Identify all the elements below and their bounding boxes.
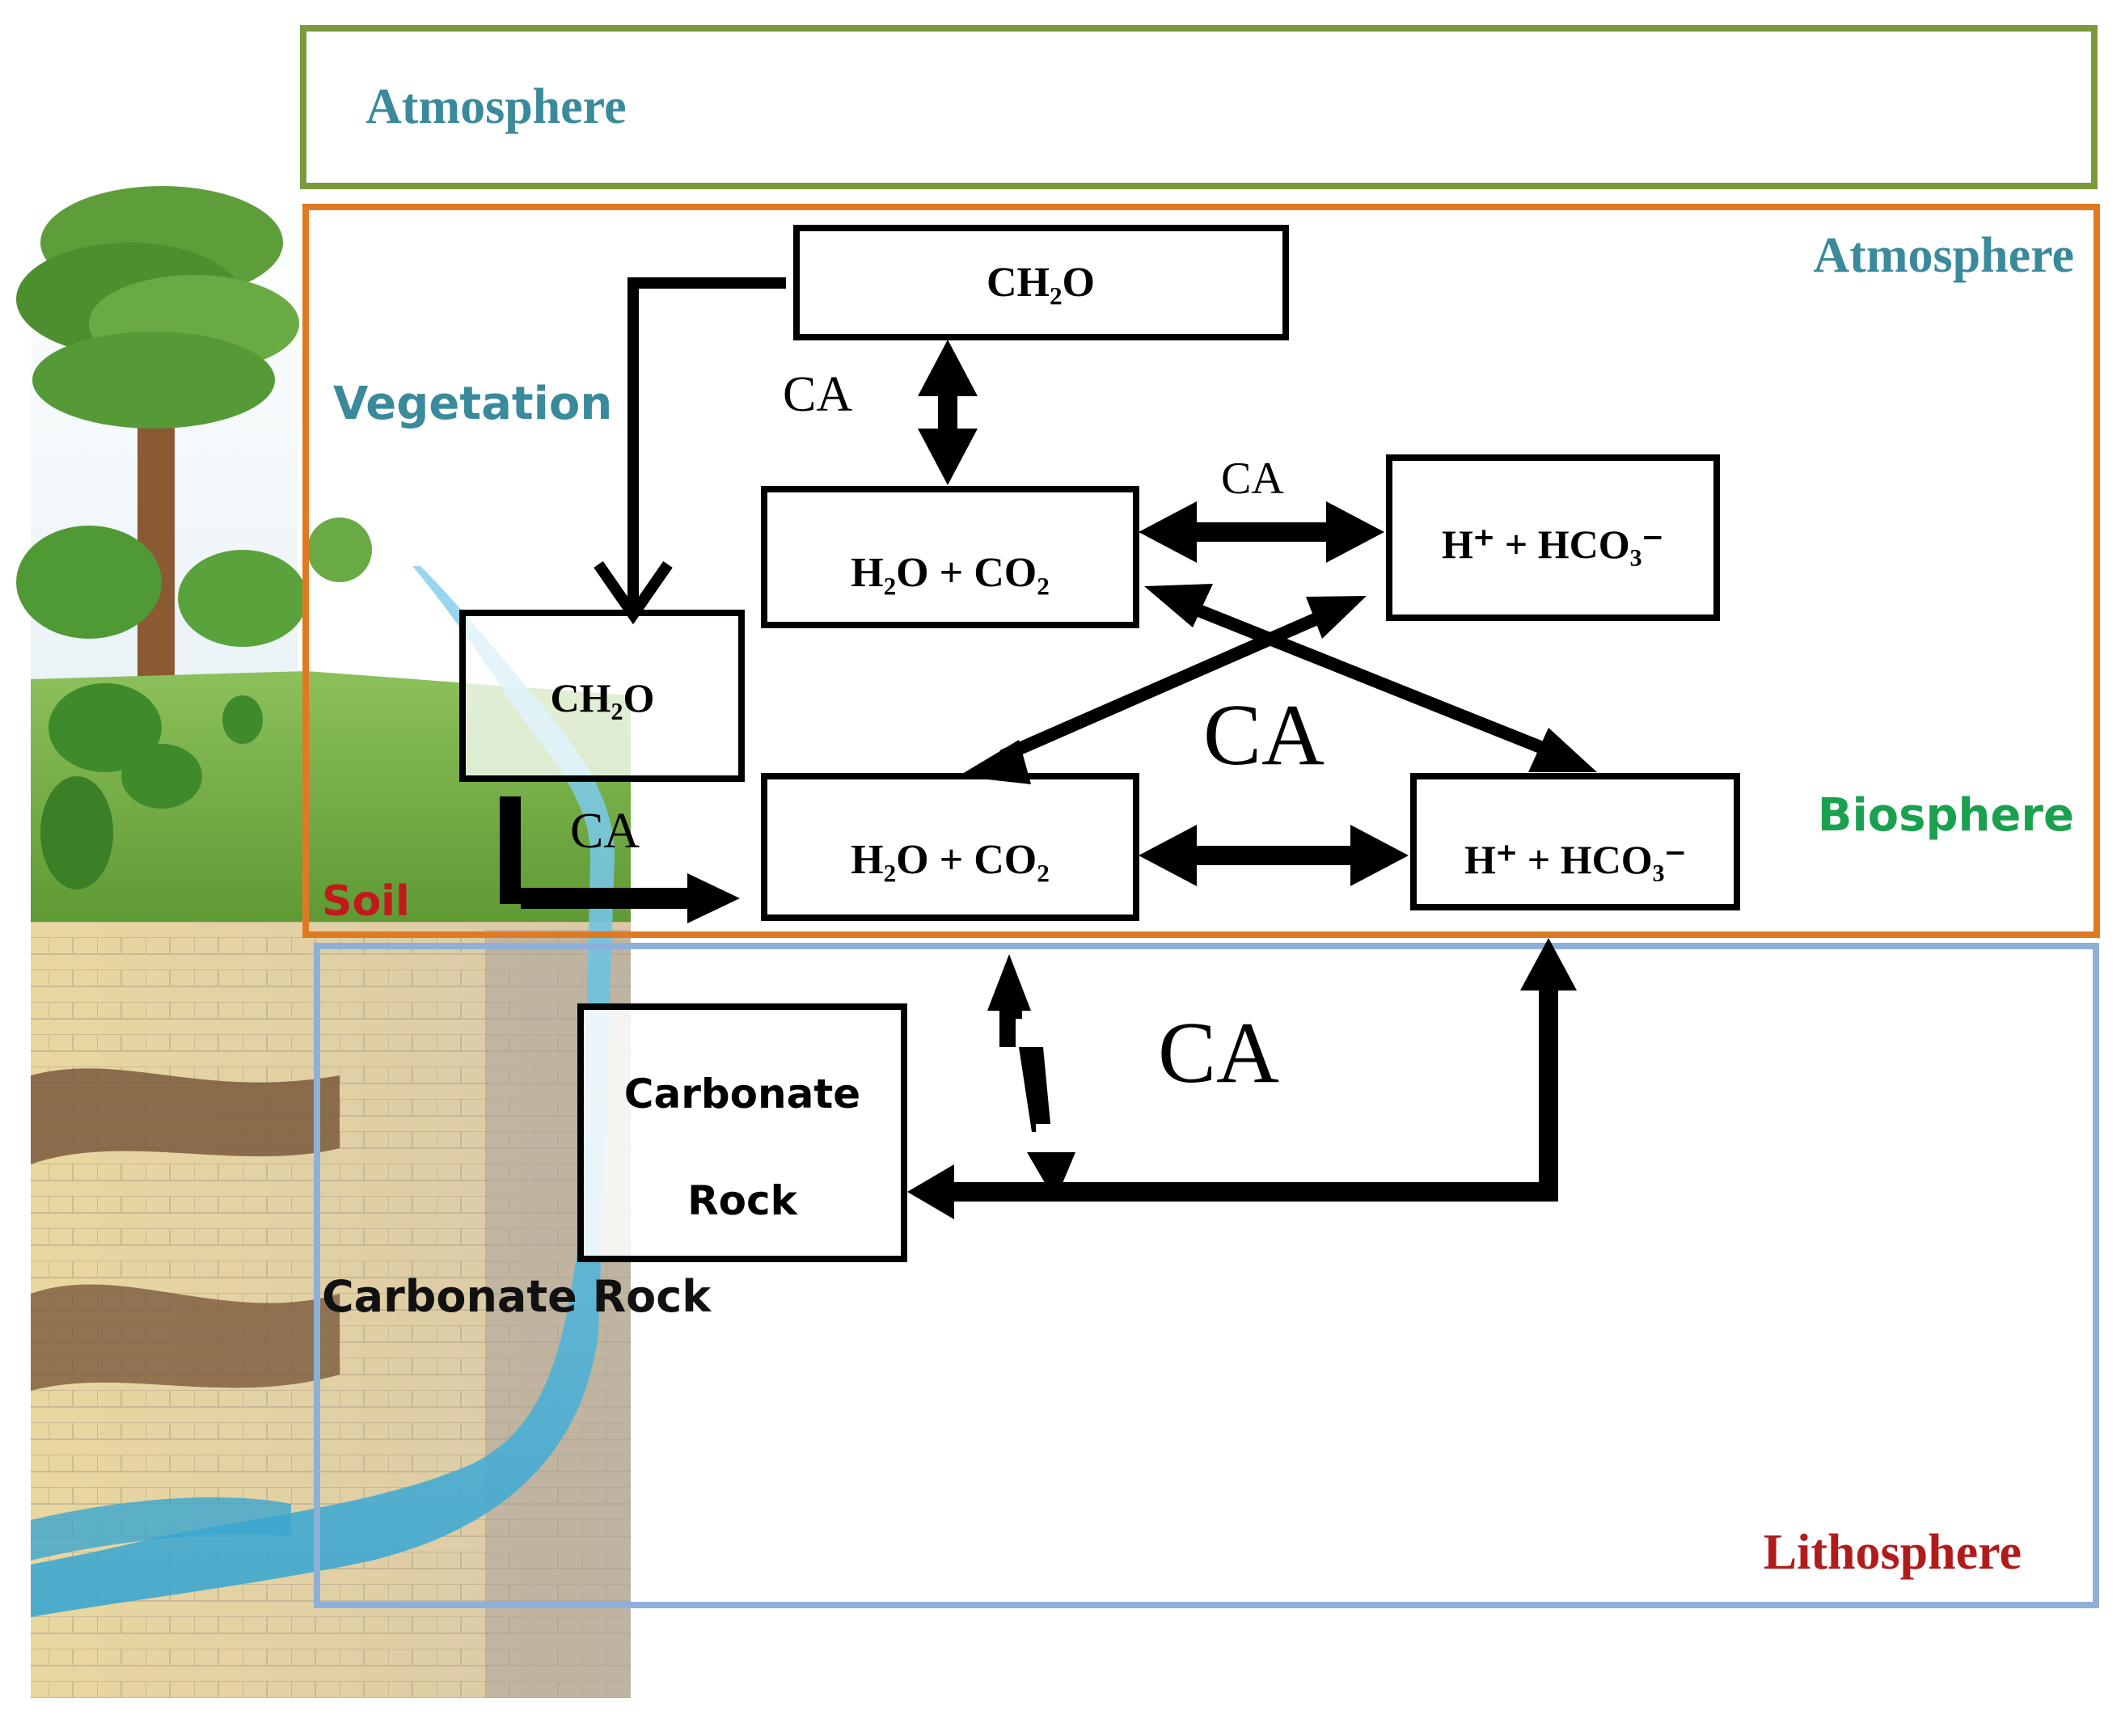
tree-icon [16,186,307,679]
vegetation-label: Vegetation [333,378,612,430]
biosphere-label: Biosphere [1818,789,2074,842]
arrow-cross-upper-to-lower-right [1144,584,1597,772]
h-hco3-upper-box: H⁺ + HCO₃⁻ [1386,454,1720,621]
atmosphere-top-label: Atmosphere [365,79,627,134]
h2o-co2-lower-box: H₂O + CO₂ [761,773,1139,921]
stream-icon [31,566,615,1617]
h2o-co2-upper-box: H₂O + CO₂ [761,486,1139,628]
arrow-ch2o-to-soil [594,277,786,625]
arrow-rock-to-lithosphere-hhco3 [907,938,1577,1219]
atmosphere-frame [300,25,2098,189]
svg-text:CH₂O: CH₂O [987,260,1095,306]
svg-text:CH₂O: CH₂O [551,675,655,720]
ch2o-soil-box: CH₂O [459,610,745,782]
svg-text:H⁺ + HCO₃⁻: H⁺ + HCO₃⁻ [1442,522,1663,567]
svg-text:H₂O + CO₂: H₂O + CO₂ [851,550,1050,596]
ca-label-soil: CA [570,804,640,859]
soil-label: Soil [322,877,410,926]
svg-text:Carbonate: Carbonate [624,1071,860,1117]
arrow-upper-h2o-hhco3 [1139,501,1384,563]
arrow-lower-h2o-hhco3 [1139,825,1409,886]
ca-label-cross: CA [1203,687,1325,784]
ca-label-lithosphere: CA [1158,1005,1279,1101]
svg-text:H⁺ + HCO₃⁻: H⁺ + HCO₃⁻ [1464,837,1686,882]
h-hco3-lower-box: H⁺ + HCO₃⁻ [1410,773,1740,910]
arrow-soil-to-lower-h2o [500,796,740,923]
lithosphere-label: Lithosphere [1764,1525,2022,1580]
arrow-ch2o-h2o-vertical [918,340,978,485]
arrow-cross-lowerleft-to-upperright [958,596,1367,784]
ch2o-top-box: CH₂O [793,225,1289,340]
ca-label-vertical: CA [783,367,852,422]
carbonate-rock-scene-label: Carbonate Rock [322,1271,712,1322]
lithosphere-frame [314,943,2099,1608]
biosphere-frame [302,204,2100,938]
atmosphere-inner-label: Atmosphere [1813,228,2074,283]
arrow-rock-lower-h2o [987,954,1075,1201]
ca-label-upper-horizontal: CA [1221,454,1284,504]
carbonate-rock-box: Carbonate Rock [577,1003,907,1262]
svg-text:Rock: Rock [687,1177,798,1224]
svg-text:H₂O + CO₂: H₂O + CO₂ [851,837,1050,883]
